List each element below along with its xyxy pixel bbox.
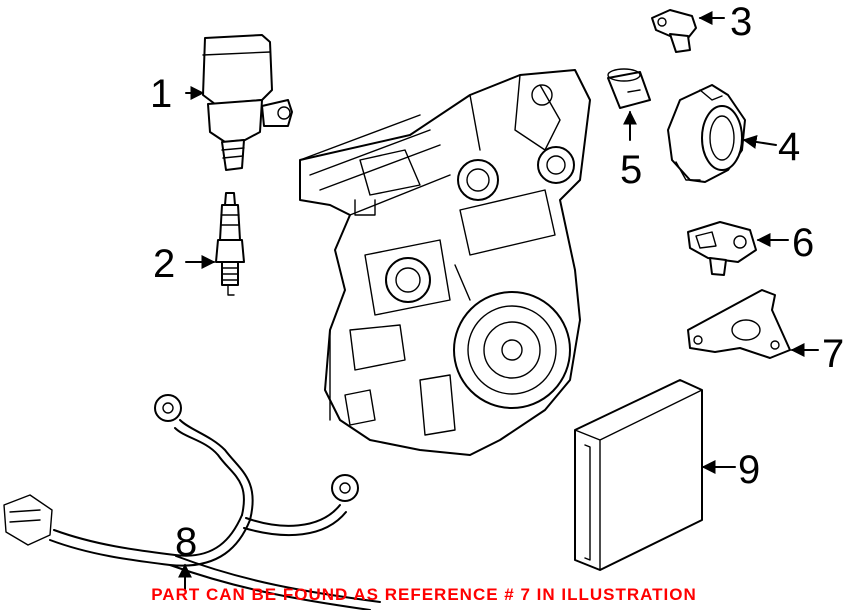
callout-number-2: 2 — [153, 242, 175, 286]
callout-number-9: 9 — [738, 448, 760, 492]
ignition-coil-drawing — [202, 34, 293, 171]
callout-number-4: 4 — [778, 125, 800, 169]
callout-number-7: 7 — [822, 332, 844, 376]
callout-arrow-4 — [742, 135, 777, 149]
callout-number-6: 6 — [792, 221, 814, 265]
sleeve-5-drawing — [607, 68, 651, 109]
callout-number-3: 3 — [730, 0, 752, 44]
sensor-3-drawing — [651, 9, 697, 53]
wiring-harness-8-drawing — [3, 394, 381, 610]
sensor-6-drawing — [687, 221, 757, 276]
bracket-7-drawing — [687, 289, 791, 359]
engine-block-drawing — [299, 69, 591, 456]
callout-number-1: 1 — [150, 72, 172, 116]
control-module-9-drawing — [574, 379, 703, 571]
reference-note: PART CAN BE FOUND AS REFERENCE # 7 IN IL… — [151, 585, 697, 604]
spark-plug-drawing — [215, 192, 245, 296]
callout-number-8: 8 — [175, 520, 197, 564]
housing-4-drawing — [667, 84, 746, 183]
callout-number-5: 5 — [620, 148, 642, 192]
